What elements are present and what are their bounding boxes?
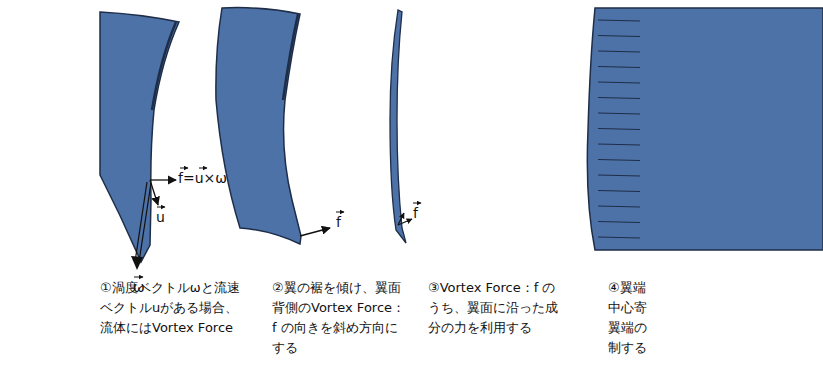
force-vector — [150, 179, 176, 180]
vortex-line — [598, 98, 640, 99]
wing-shape — [100, 12, 179, 262]
vortex-line — [598, 160, 640, 161]
vortex-line — [598, 51, 640, 52]
vortex-line — [598, 222, 640, 223]
vortex-line — [598, 144, 640, 145]
vortex-line — [598, 36, 640, 37]
wing-shape — [390, 10, 406, 243]
vector-formula: f=u×ω — [178, 170, 227, 186]
vector-label: u — [156, 209, 165, 225]
vortex-line — [598, 175, 640, 176]
vortex-line — [598, 206, 640, 207]
vortex-lines — [598, 20, 640, 238]
wing-shape — [587, 8, 823, 250]
vortex-line — [598, 191, 640, 192]
vortex-line — [598, 20, 640, 21]
caption: ①渦度ベクトルωと流速ベクトルuがある場合、流体にはVortex Force — [100, 278, 250, 338]
caption: ④翼端 中心寄 翼端の 制する — [608, 278, 658, 358]
caption: ②翼の裾を傾け、翼面背側のVortex Force： f の向きを斜め方向にする — [272, 278, 410, 358]
vortex-line — [598, 113, 640, 114]
vortex-line — [598, 82, 640, 83]
vector-label: f — [413, 205, 418, 221]
wing-shape — [216, 8, 301, 244]
vortex-line — [598, 237, 640, 238]
caption: ③Vortex Force：f のうち、翼面に沿った成分の力を利用する — [428, 278, 558, 338]
vortex-line — [598, 129, 640, 130]
vector-label: f — [336, 214, 341, 230]
vortex-line — [598, 67, 640, 68]
force-vector — [300, 228, 330, 236]
